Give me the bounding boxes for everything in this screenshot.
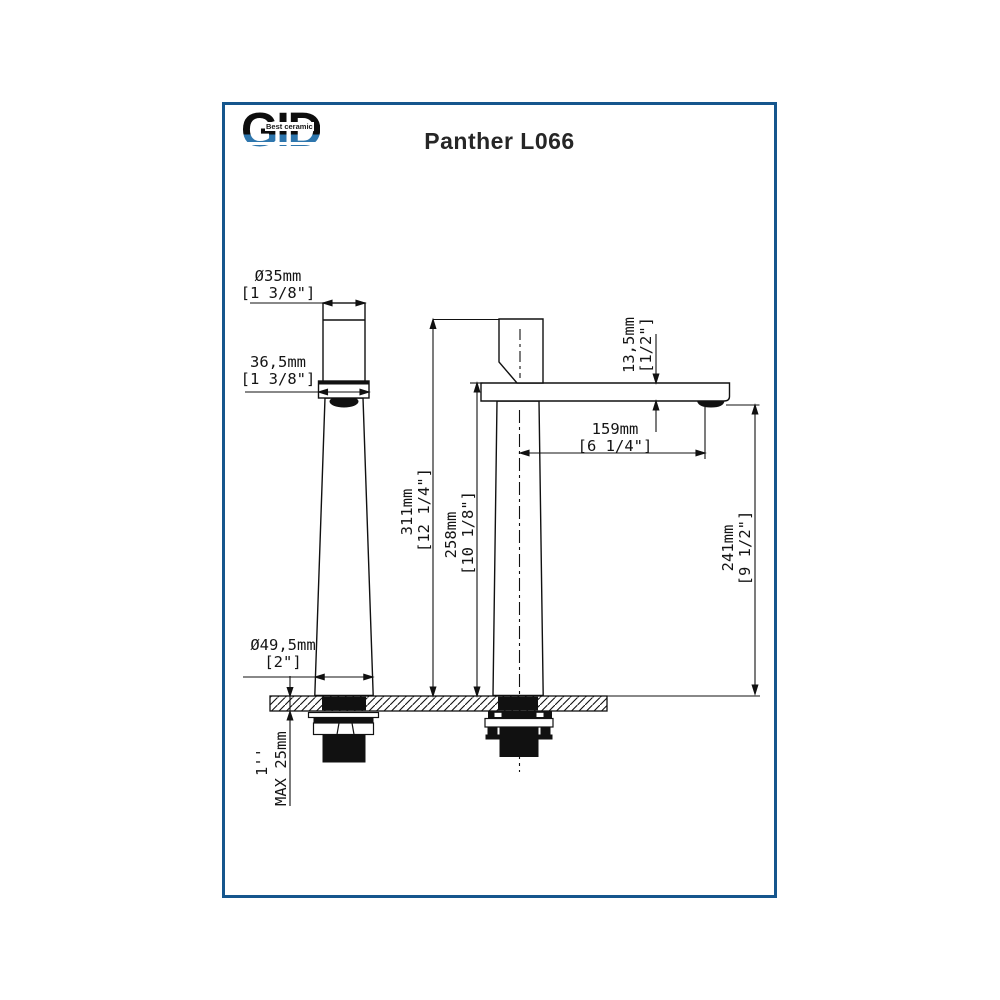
side-view bbox=[480, 318, 731, 772]
dim-total-height: 311mm [12 1/4"] bbox=[398, 468, 433, 552]
dim-spout-reach: 159mm [6 1/4"] bbox=[577, 420, 653, 455]
dim-handle-diameter: Ø35mm [1 3/8"] bbox=[240, 267, 316, 302]
dim-spout-height: 258mm [10 1/8"] bbox=[442, 491, 477, 575]
dim-base-diameter: Ø49,5mm [2"] bbox=[250, 636, 316, 671]
spout bbox=[480, 382, 731, 402]
brand-logo: GID Best ceramic bbox=[241, 104, 343, 165]
logo-wave-icon bbox=[243, 142, 339, 145]
logo-wave-icon bbox=[247, 148, 337, 151]
front-handle bbox=[322, 302, 366, 382]
side-handle bbox=[498, 318, 544, 384]
front-view bbox=[314, 302, 374, 697]
product-title: Panther L066 bbox=[424, 128, 575, 154]
side-threaded-shank bbox=[499, 727, 539, 757]
dimension-lines bbox=[243, 299, 760, 806]
logo-wave-icon bbox=[244, 154, 339, 157]
dim-thread-size: 1'' bbox=[253, 748, 271, 776]
front-threaded-shank bbox=[322, 734, 366, 763]
dim-outlet-height: 241mm [9 1/2"] bbox=[719, 510, 754, 586]
dim-max-counter-thickness: MAX 25mm bbox=[272, 731, 290, 806]
brand-tagline: Best ceramic bbox=[265, 122, 314, 131]
side-aerator bbox=[697, 401, 725, 408]
front-mounting bbox=[307, 696, 380, 763]
dim-spout-thickness: 13,5mm [1/2"] bbox=[620, 317, 655, 373]
side-mounting bbox=[484, 696, 554, 757]
dim-collar-width: 36,5mm [1 3/8"] bbox=[240, 353, 316, 388]
